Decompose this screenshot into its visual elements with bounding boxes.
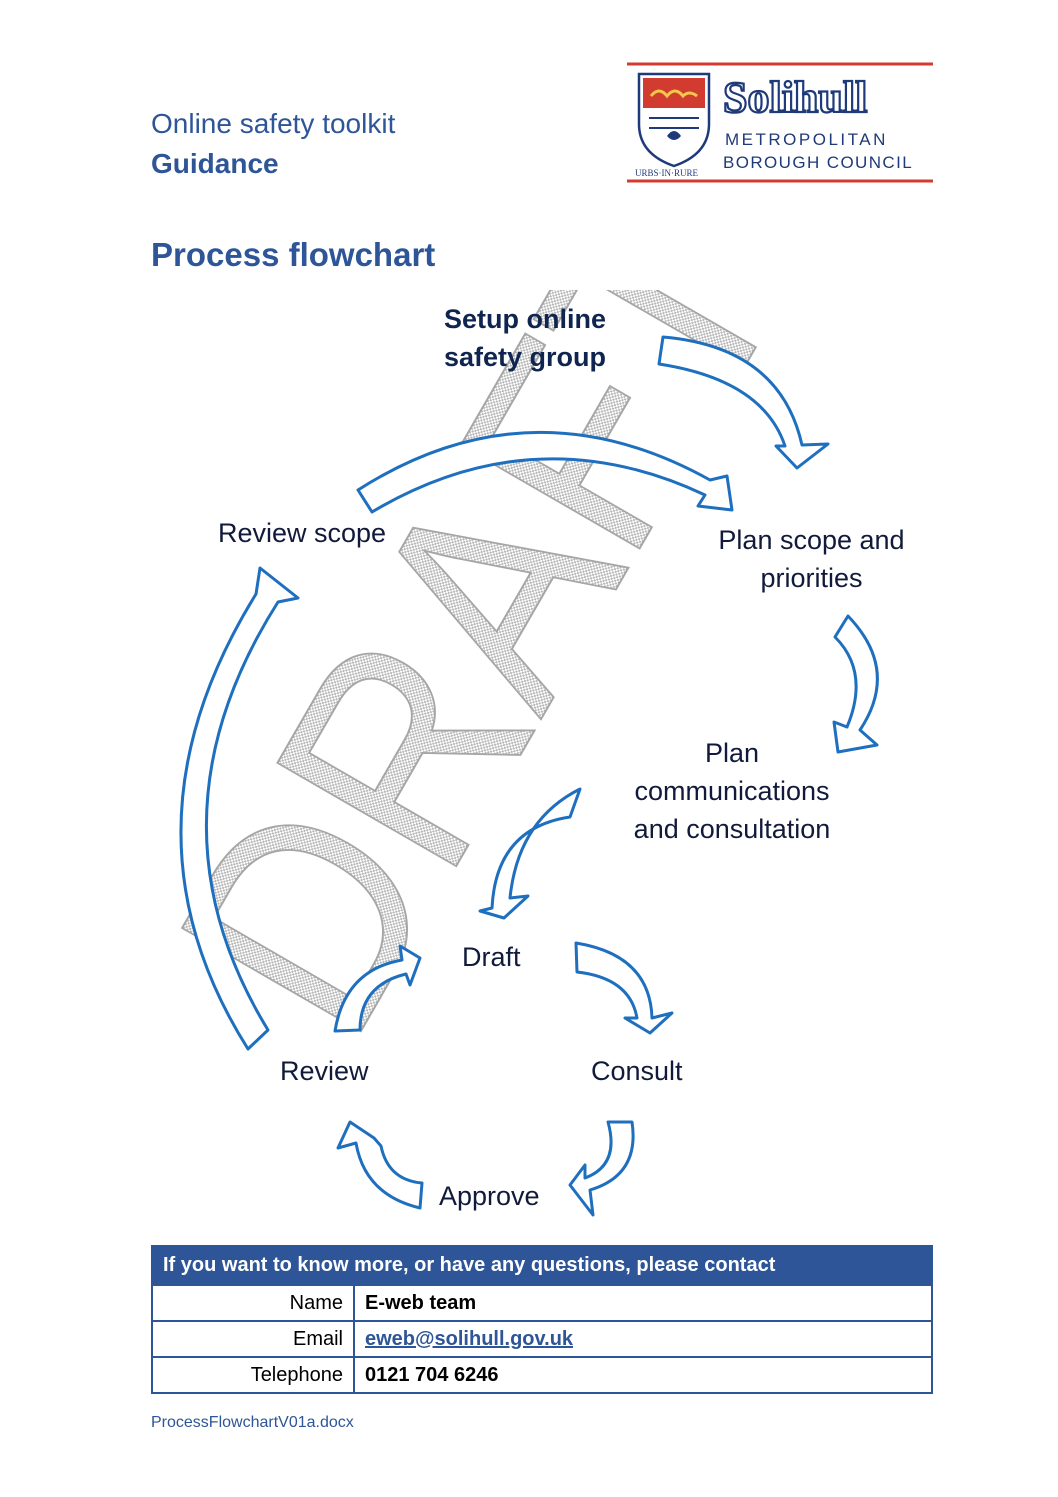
solihull-council-logo: URBS·IN·RURE Solihull METROPOLITAN BOROU… bbox=[627, 62, 933, 183]
arrow-plan-comms-to-draft bbox=[478, 787, 582, 920]
contact-label-name: Name bbox=[151, 1284, 355, 1322]
footer-filename: ProcessFlowchartV01a.docx bbox=[151, 1414, 354, 1431]
contact-heading: If you want to know more, or have any qu… bbox=[151, 1245, 933, 1286]
page-heading: Process flowchart bbox=[151, 236, 436, 273]
arrow-approve-to-review bbox=[336, 1120, 424, 1210]
table-row: Email eweb@solihull.gov.uk bbox=[151, 1320, 933, 1358]
svg-text:METROPOLITAN: METROPOLITAN bbox=[725, 130, 888, 149]
table-row: Name E-web team bbox=[151, 1284, 933, 1322]
arrow-start-to-plan-scope bbox=[657, 335, 830, 470]
contact-value-name: E-web team bbox=[353, 1284, 933, 1322]
svg-text:Solihull: Solihull bbox=[723, 73, 867, 122]
arrow-plan-scope-to-plan-comms bbox=[832, 614, 879, 754]
table-row: Telephone 0121 704 6246 bbox=[151, 1356, 933, 1394]
arrow-review-to-draft bbox=[333, 944, 422, 1033]
arrow-review-scope-to-plan-scope bbox=[356, 431, 734, 514]
contact-label-email: Email bbox=[151, 1320, 355, 1358]
contact-value-telephone: 0121 704 6246 bbox=[353, 1356, 933, 1394]
contact-label-telephone: Telephone bbox=[151, 1356, 355, 1394]
process-flowchart: DRAFT bbox=[113, 290, 879, 1217]
crest-icon bbox=[637, 72, 711, 168]
arrow-draft-to-consult bbox=[574, 941, 674, 1035]
node-review: Review bbox=[280, 1056, 369, 1086]
svg-text:URBS·IN·RURE: URBS·IN·RURE bbox=[635, 168, 699, 178]
node-approve: Approve bbox=[439, 1181, 540, 1211]
node-review-scope: Review scope bbox=[218, 518, 387, 548]
contact-table: If you want to know more, or have any qu… bbox=[151, 1245, 933, 1394]
document-subtitle: Guidance bbox=[151, 148, 279, 179]
arrow-review-to-review-scope bbox=[179, 566, 300, 1051]
document-title: Online safety toolkit bbox=[151, 108, 396, 139]
email-link[interactable]: eweb@solihull.gov.uk bbox=[365, 1327, 574, 1350]
arrow-consult-to-approve bbox=[568, 1120, 635, 1217]
node-draft: Draft bbox=[462, 942, 521, 972]
node-consult: Consult bbox=[591, 1056, 683, 1086]
svg-text:BOROUGH COUNCIL: BOROUGH COUNCIL bbox=[723, 153, 913, 172]
